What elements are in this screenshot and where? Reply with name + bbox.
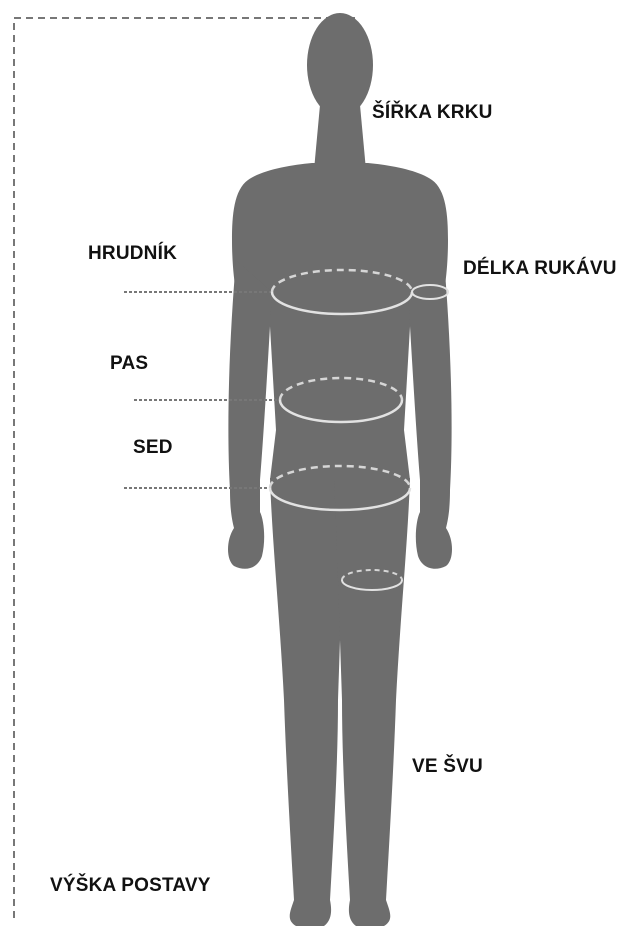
hip-label: SED	[133, 437, 173, 459]
body-silhouette	[228, 13, 452, 926]
left-leg	[270, 478, 346, 926]
waist-label: PAS	[110, 353, 148, 375]
right-arm	[408, 260, 452, 569]
inseam-label: VE ŠVU	[412, 756, 483, 778]
neck	[314, 105, 366, 170]
left-arm	[228, 260, 272, 569]
head	[307, 13, 373, 117]
sleeve-length-label: DÉLKA RUKÁVU	[463, 258, 617, 280]
height-label: VÝŠKA POSTAVY	[50, 875, 211, 897]
neck-width-label: ŠÍŘKA KRKU	[372, 102, 493, 124]
right-leg	[334, 478, 410, 926]
chest-label: HRUDNÍK	[88, 243, 177, 265]
